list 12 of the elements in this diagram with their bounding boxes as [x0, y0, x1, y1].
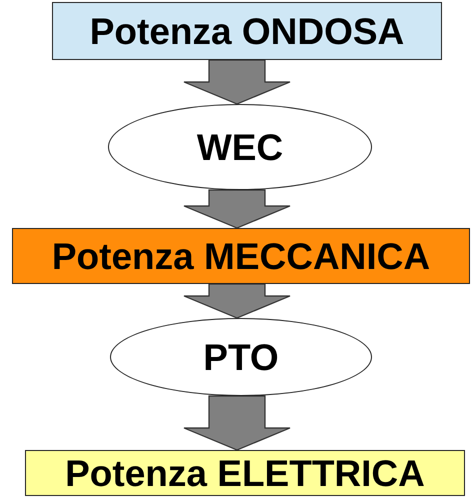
block-arrow	[183, 189, 291, 229]
node-label: Potenza ELETTRICA	[65, 454, 425, 492]
node-label: Potenza ONDOSA	[90, 12, 404, 50]
block-arrow	[183, 283, 291, 319]
block-arrow	[183, 59, 291, 105]
node-label: Potenza MECCANICA	[52, 238, 430, 274]
node-label: WEC	[196, 128, 284, 166]
label-box	[12, 228, 470, 284]
block-arrow	[183, 395, 291, 451]
node-label: PTO	[203, 338, 279, 376]
label-box	[52, 2, 442, 60]
label-box	[25, 450, 465, 496]
